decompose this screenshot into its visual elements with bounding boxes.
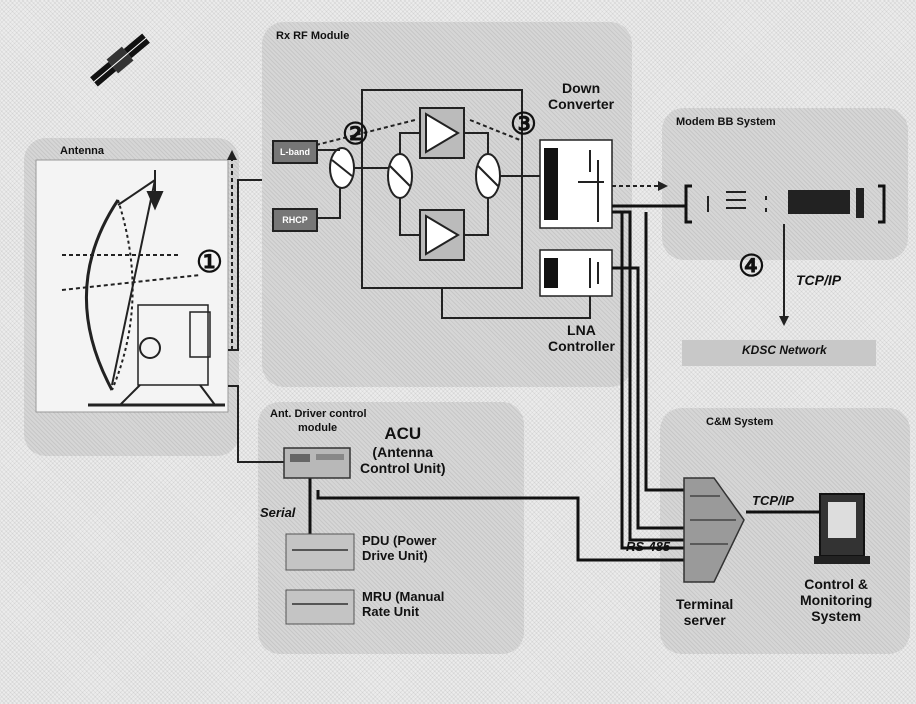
control-monitoring-line3: System — [811, 608, 862, 625]
antenna-drive-control-title-line2: module — [298, 422, 338, 434]
pdu-line1: PDU (Power — [362, 533, 437, 548]
lna-controller-line2: Controller — [548, 338, 615, 355]
marker-4: ④ — [738, 250, 765, 283]
mru-line1: MRU (Manual — [362, 589, 445, 604]
control-monitoring-label: Control & Monitoring System — [800, 576, 872, 624]
terminal-server-line1: Terminal — [676, 596, 734, 612]
rhcp-box: RHCP — [272, 208, 318, 232]
control-monitoring-line2: Monitoring — [800, 592, 873, 609]
cm-system-title: C&M System — [706, 416, 774, 428]
marker-3: ③ — [510, 108, 537, 141]
kdsc-network-band — [682, 340, 876, 366]
modem-bb-system-title: Modem BB System — [676, 116, 776, 128]
acu-line2: (Antenna — [372, 443, 434, 460]
satellite-icon — [90, 33, 150, 87]
rs485-label: RS-485 — [626, 539, 671, 554]
tcpip-cm-label: TCP/IP — [752, 493, 794, 508]
tcpip-modem-label: TCP/IP — [796, 272, 842, 288]
mru-line2: Rate Unit — [362, 603, 420, 619]
antenna-drive-control-title-line1: Ant. Driver control — [270, 408, 367, 420]
modem-equipment — [684, 184, 886, 224]
pdu-label: PDU (Power Drive Unit) — [362, 533, 437, 564]
rx-rf-module-title: Rx RF Module — [276, 30, 350, 42]
marker-2: ② — [342, 118, 369, 151]
antenna-title: Antenna — [60, 145, 104, 157]
pdu-device — [285, 533, 355, 571]
acu-line1: ACU — [384, 424, 422, 443]
lna-controller-line1: LNA — [567, 322, 596, 338]
mru-device — [285, 589, 355, 625]
monitoring-computer-icon — [814, 493, 870, 564]
terminal-server-line2: server — [683, 612, 726, 629]
mru-label: MRU (Manual Rate Unit — [362, 589, 445, 620]
control-monitoring-line1: Control & — [804, 576, 869, 592]
marker-1: ① — [196, 246, 223, 279]
down-converter-line2: Converter — [548, 96, 615, 113]
pdu-line2: Drive Unit) — [362, 547, 428, 563]
down-converter-label: Down Converter — [548, 80, 614, 112]
lband-box: L-band — [272, 140, 318, 164]
terminal-server-icon — [683, 477, 745, 583]
serial-label: Serial — [260, 505, 296, 520]
acu-line3: Control Unit) — [360, 459, 446, 476]
acu-device — [283, 447, 351, 479]
dish-antenna-icon — [61, 170, 225, 407]
down-converter-line1: Down — [562, 80, 601, 96]
lna-controller-label: LNA Controller — [548, 322, 615, 354]
terminal-server-label: Terminal server — [676, 596, 733, 628]
kdsc-network-label: KDSC Network — [742, 343, 827, 357]
acu-label: ACU (Antenna Control Unit) — [360, 424, 446, 476]
